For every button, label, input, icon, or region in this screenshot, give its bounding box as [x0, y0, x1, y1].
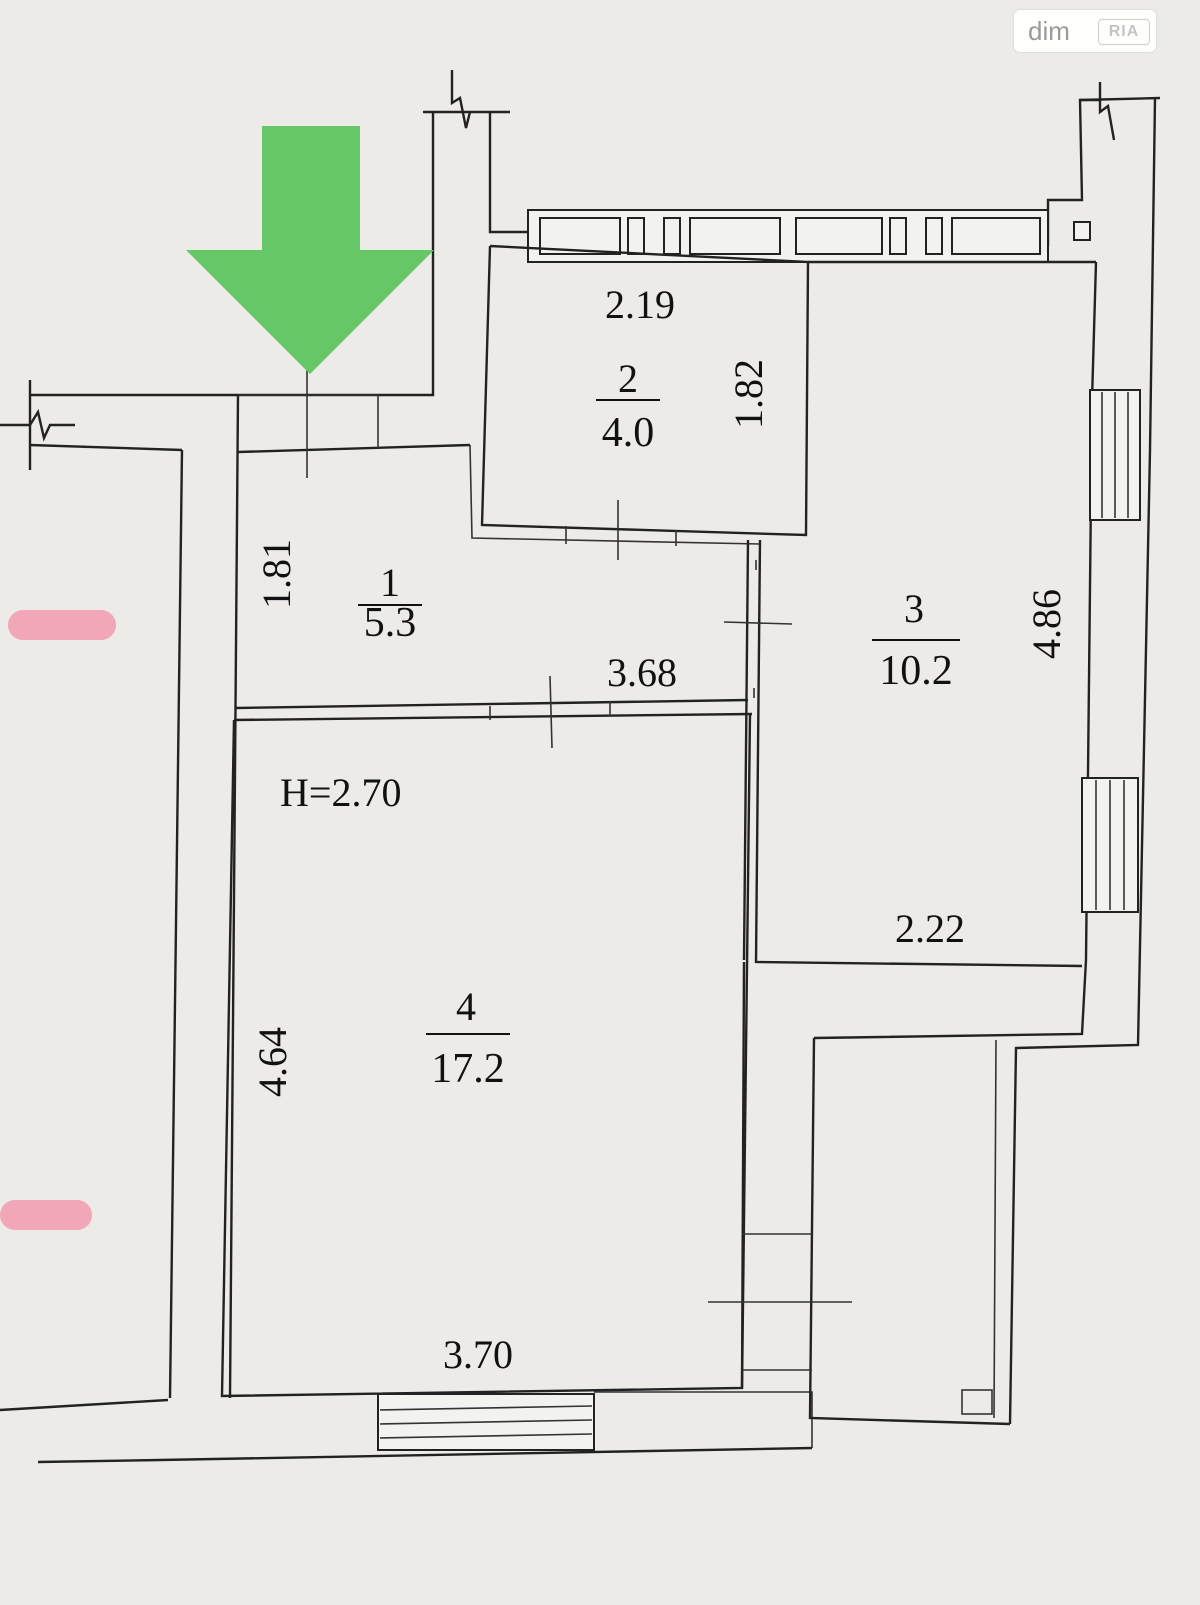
- room-1-depth-label: 1.81: [254, 539, 299, 609]
- top-window-strip: [527, 209, 1091, 263]
- room-3-width-label: 2.22: [895, 906, 965, 951]
- room-3-label: 3 10.2: [872, 586, 960, 694]
- room-3-number: 3: [904, 586, 924, 631]
- room-2-width-label: 2.19: [605, 282, 675, 327]
- neighbor-unit-outline: [0, 380, 238, 1412]
- room-4-outline: [220, 713, 813, 1451]
- room-2-outline: [469, 244, 810, 560]
- room-1-outline: [233, 370, 753, 749]
- room-1-area: 5.3: [364, 600, 417, 646]
- room-1-label: 1 5.3: [358, 560, 422, 646]
- entrance-arrow-icon: [186, 126, 434, 374]
- room-4-width-label: 3.70: [443, 1332, 513, 1377]
- outer-walls: [37, 70, 1161, 1464]
- room-4-label: 4 17.2: [426, 984, 510, 1092]
- room-2-number: 2: [618, 356, 638, 401]
- pink-mark-bottom: [0, 1200, 92, 1230]
- room-2-area: 4.0: [602, 410, 655, 456]
- room-1-number: 1: [380, 560, 400, 605]
- watermark-dim-text: dim: [1028, 16, 1070, 46]
- room-3-depth-label: 4.86: [1024, 589, 1069, 659]
- room-4-number: 4: [456, 984, 476, 1029]
- watermark-logo: dim RIA: [1014, 10, 1156, 52]
- room-4-depth-label: 4.64: [250, 1027, 295, 1097]
- room-2-label: 2 4.0: [596, 356, 660, 456]
- watermark-ria-badge: RIA: [1098, 19, 1150, 45]
- room-3-area: 10.2: [879, 648, 953, 694]
- room-2-depth-label: 1.82: [726, 359, 771, 429]
- room-3-outline: [723, 260, 1141, 968]
- room-4-area: 17.2: [431, 1046, 505, 1092]
- room-1-width-label: 3.68: [607, 650, 677, 695]
- ceiling-height-label: H=2.70: [280, 770, 401, 815]
- pink-mark-top: [8, 610, 116, 640]
- balcony-outline: [708, 1037, 1011, 1426]
